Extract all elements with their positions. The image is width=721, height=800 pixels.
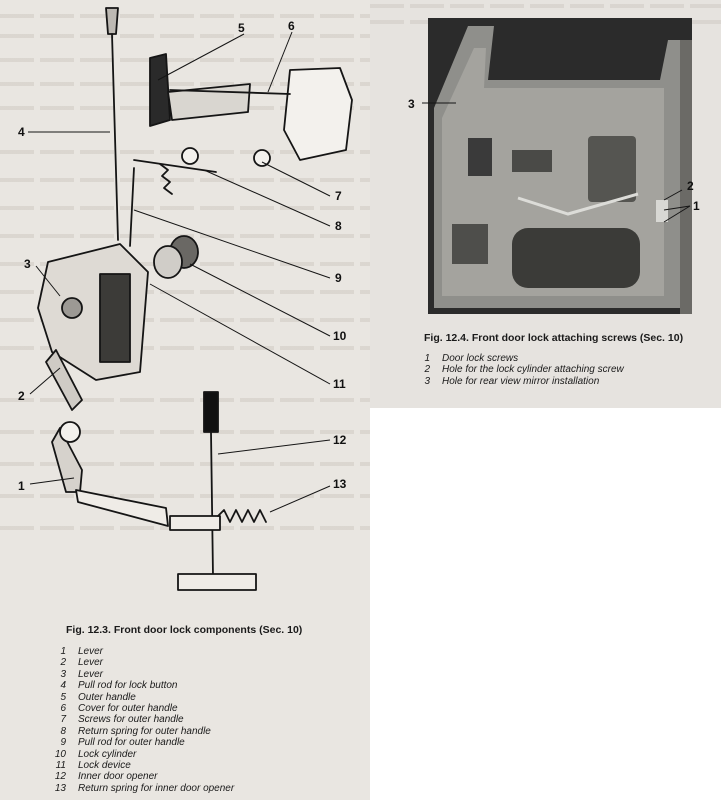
fig-12-4-callout-3: 3	[408, 97, 415, 111]
callout-7: 7	[335, 189, 342, 203]
callout-10: 10	[333, 329, 347, 343]
callout-2: 2	[18, 389, 25, 403]
callout-13: 13	[333, 477, 347, 491]
door-lock-components-drawing	[28, 7, 353, 591]
callout-3: 3	[24, 257, 31, 271]
callout-6: 6	[288, 19, 295, 33]
callout-9: 9	[335, 271, 342, 285]
callout-5: 5	[238, 21, 245, 35]
callout-11: 11	[333, 377, 346, 391]
callout-8: 8	[335, 219, 342, 233]
fig-12-3-title: Fig. 12.3. Front door lock components (S…	[66, 624, 303, 636]
fig-12-4-callout-1: 1	[693, 199, 700, 213]
callout-12: 12	[333, 433, 347, 447]
door-photo	[428, 18, 692, 314]
fig-12-4-callout-2: 2	[687, 179, 694, 193]
fig-12-4-leaders	[422, 102, 691, 223]
fig-12-4-title: Fig. 12.4. Front door lock attaching scr…	[424, 332, 684, 344]
door-photo-drawing	[428, 18, 692, 314]
callout-1: 1	[18, 479, 25, 493]
callout-4: 4	[18, 125, 25, 139]
